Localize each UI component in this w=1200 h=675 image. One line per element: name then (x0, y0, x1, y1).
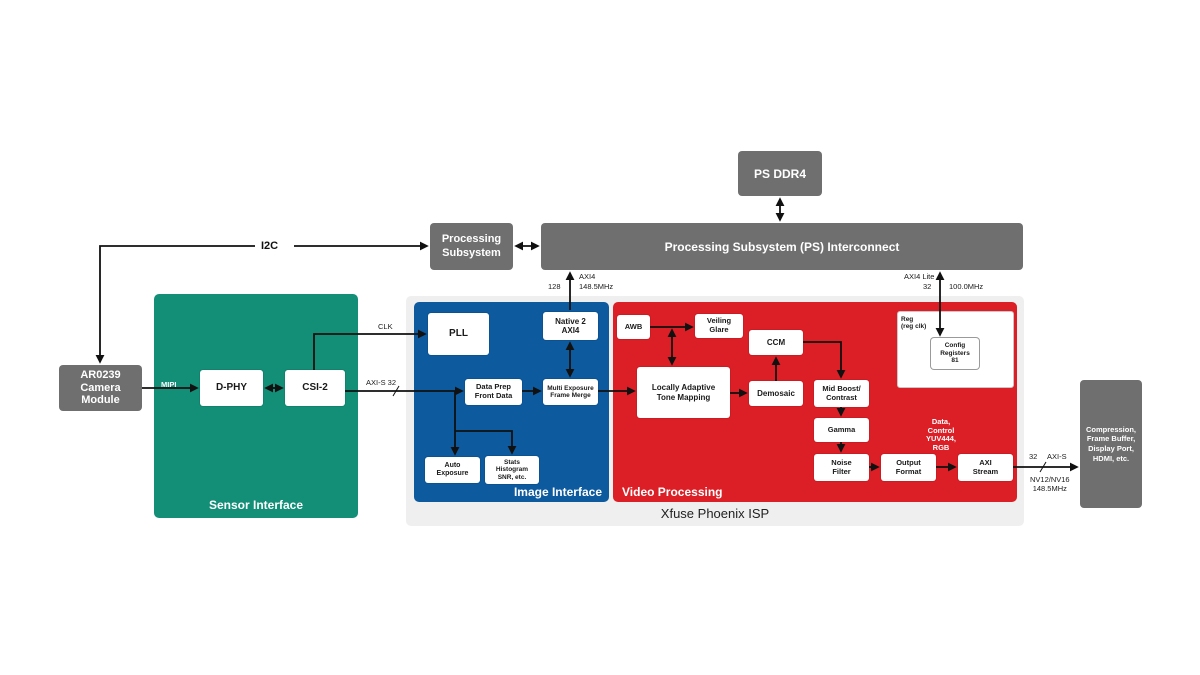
ccm-block: CCM (749, 330, 803, 355)
midboost-link (803, 341, 846, 379)
dphy-block: D-PHY (200, 370, 263, 406)
axi4-label: AXI4 (579, 272, 596, 281)
mid-boost-block: Mid Boost/ Contrast (814, 380, 869, 407)
output-format-block: Output Format (881, 454, 936, 481)
axis-output-label: AXI-S (1047, 452, 1067, 461)
processing-subsystem-box: Processing Subsystem (430, 223, 513, 270)
gamma-block: Gamma (814, 418, 869, 442)
axi-stream-block: AXI Stream (958, 454, 1013, 481)
pll-block: PLL (428, 313, 489, 355)
noise-filter-block: Noise Filter (814, 454, 869, 481)
axis32-label: AXI-S 32 (366, 378, 397, 387)
data-control-label: Data, Control YUV444, RGB (926, 417, 957, 452)
axi4-lite-label: AXI4 Lite (904, 272, 935, 281)
camera-module-box: AR0239 Camera Module (59, 365, 142, 411)
stats-block: Stats Histogram SNR, etc. (485, 456, 539, 484)
reg-label: Reg (reg clk) (901, 316, 927, 331)
mipi-label: MIPI (161, 380, 177, 389)
video-processing-title: Video Processing (622, 485, 723, 499)
veiling-glare-block: Veiling Glare (695, 314, 743, 338)
i2c-link (95, 245, 255, 364)
width-32-label: 32 (923, 282, 932, 291)
multi-exposure-block: Multi Exposure Frame Merge (543, 379, 598, 405)
csi2-block: CSI-2 (285, 370, 345, 406)
awb-block: AWB (617, 315, 650, 339)
sensor-interface-title: Sensor Interface (208, 498, 304, 512)
clk-label: CLK (378, 322, 393, 331)
nv-format-label: NV12/NV16 148.5MHz (1030, 475, 1070, 493)
ps-ddr4-box: PS DDR4 (738, 151, 822, 196)
demosaic-block: Demosaic (749, 381, 803, 406)
image-interface-title: Image Interface (513, 485, 602, 499)
ps-interconnect-box: Processing Subsystem (PS) Interconnect (541, 223, 1023, 270)
output-destination-box: Compression, Frame Buffer, Display Port,… (1080, 380, 1142, 508)
width-128-label: 128 (548, 282, 561, 291)
freq-148-label: 148.5MHz (579, 282, 614, 291)
auto-exposure-block: Auto Exposure (425, 457, 480, 483)
tone-mapping-block: Locally Adaptive Tone Mapping (637, 367, 730, 418)
width-32-output-label: 32 (1029, 452, 1038, 461)
i2c-label: I2C (261, 240, 279, 252)
clk-link (313, 329, 427, 370)
native2-axi4-block: Native 2 AXI4 (543, 312, 598, 340)
freq-100-label: 100.0MHz (949, 282, 984, 291)
sensor-interface-panel (154, 294, 358, 518)
config-registers-block: Config Registers 81 (931, 338, 979, 369)
isp-title: Xfuse Phoenix ISP (660, 506, 770, 521)
data-prep-block: Data Prep Front Data (465, 379, 522, 405)
stats-link (455, 430, 517, 455)
